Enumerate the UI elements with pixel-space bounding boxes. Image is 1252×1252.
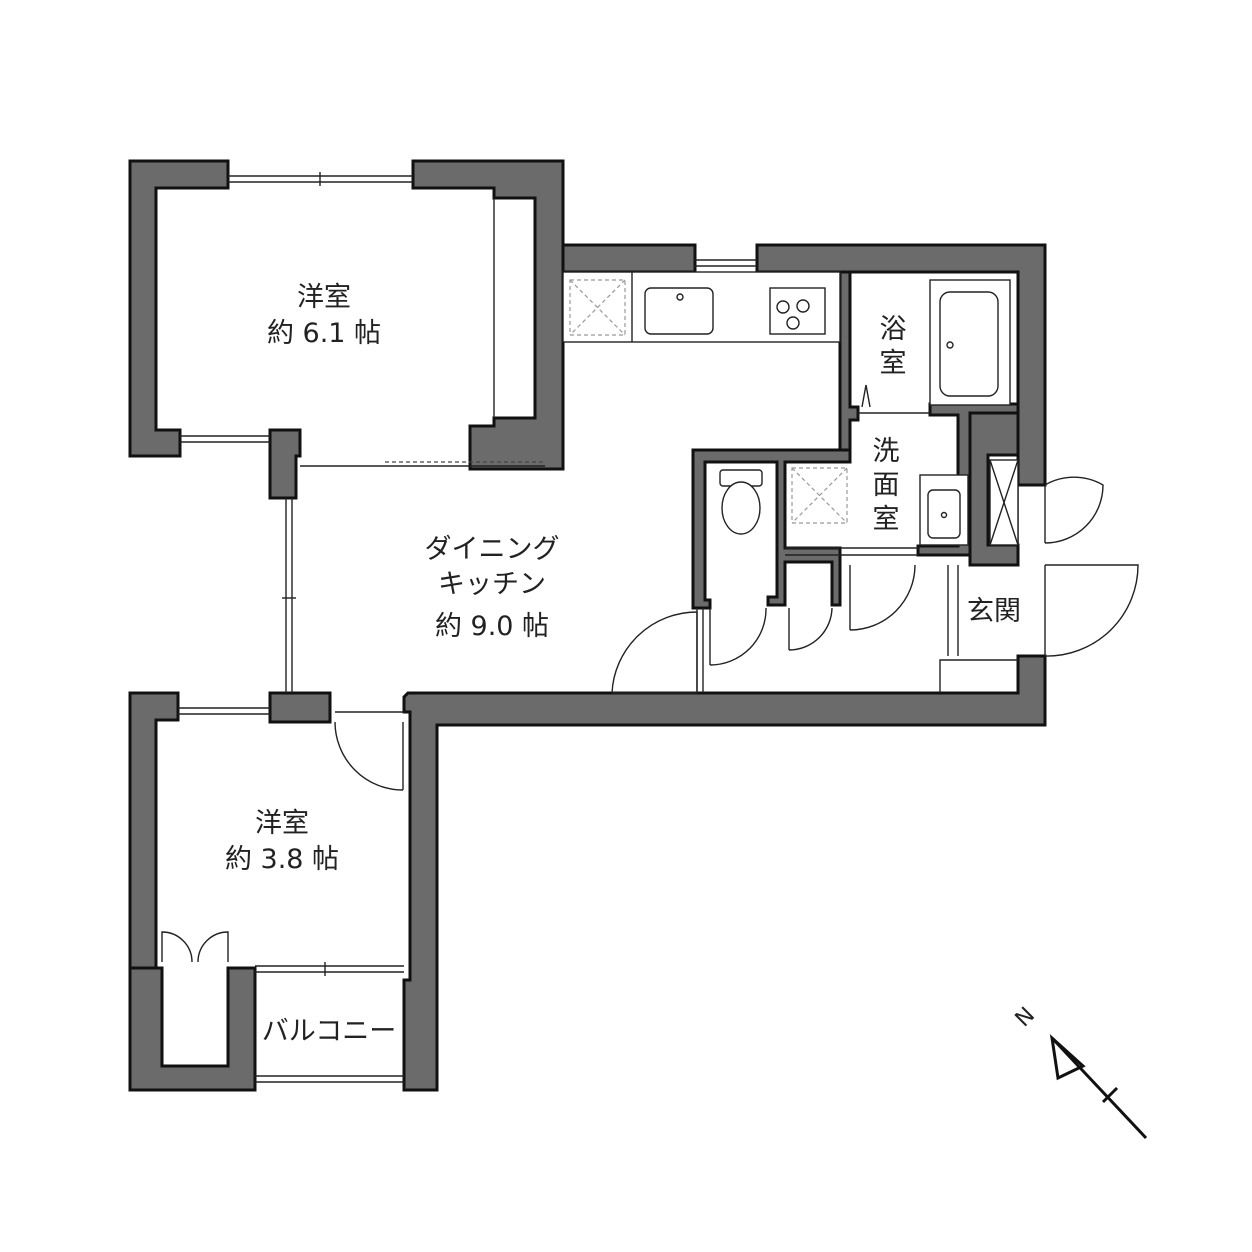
wall-closet-right <box>968 411 1020 567</box>
wall-south <box>402 654 1047 1092</box>
door-toilet <box>709 607 767 666</box>
wash-line2: 面 <box>873 470 900 501</box>
balcony-name: バルコニー <box>262 1016 396 1047</box>
door-storage-r <box>197 931 229 963</box>
door-front <box>1044 564 1139 657</box>
wall-toilet <box>691 448 852 610</box>
room-labels: 洋室 約 6.1 帖 ダイニング キッチン 約 9.0 帖 洋室 約 3.8 帖… <box>225 282 1021 1047</box>
door-wash <box>849 564 916 631</box>
wall-bath <box>838 270 860 452</box>
fixtures <box>569 279 1019 546</box>
room1-name: 洋室 <box>297 282 351 313</box>
kitchen-sink <box>644 287 714 335</box>
wash-line1: 洗 <box>873 436 900 467</box>
wall-room1-left <box>128 159 230 458</box>
compass-axis <box>1050 1036 1148 1140</box>
compass-north-label: N <box>1011 1003 1040 1032</box>
compass-arrow <box>1049 1034 1086 1081</box>
compass: N <box>1011 1003 1148 1140</box>
ldk-name-line1: ダイニング <box>425 534 560 565</box>
door-closet <box>788 607 833 651</box>
wall-room2-top <box>268 691 332 724</box>
wall-room1-top-right <box>411 159 565 471</box>
entrance-name: 玄関 <box>967 596 1021 627</box>
wall-storage <box>128 966 257 1092</box>
door-room2 <box>334 721 404 791</box>
wall-column <box>268 428 302 500</box>
doors <box>161 476 1139 963</box>
wash-line3: 室 <box>873 504 900 535</box>
ldk-name-line2: キッチン <box>438 569 546 600</box>
ldk-size: 約 9.0 帖 <box>435 611 549 642</box>
bath-line2: 室 <box>880 348 907 379</box>
toilet-bowl <box>721 481 761 535</box>
door-entrance-ldk <box>611 611 698 694</box>
bath-line1: 浴 <box>880 314 907 345</box>
door-shoe <box>1044 476 1104 544</box>
room2-name: 洋室 <box>255 808 309 839</box>
wall-room2-left <box>128 691 180 970</box>
room1-size: 約 6.1 帖 <box>267 318 381 349</box>
room2-size: 約 3.8 帖 <box>225 844 339 875</box>
door-storage-l <box>161 931 193 963</box>
wall-kitchen-top <box>561 243 697 274</box>
